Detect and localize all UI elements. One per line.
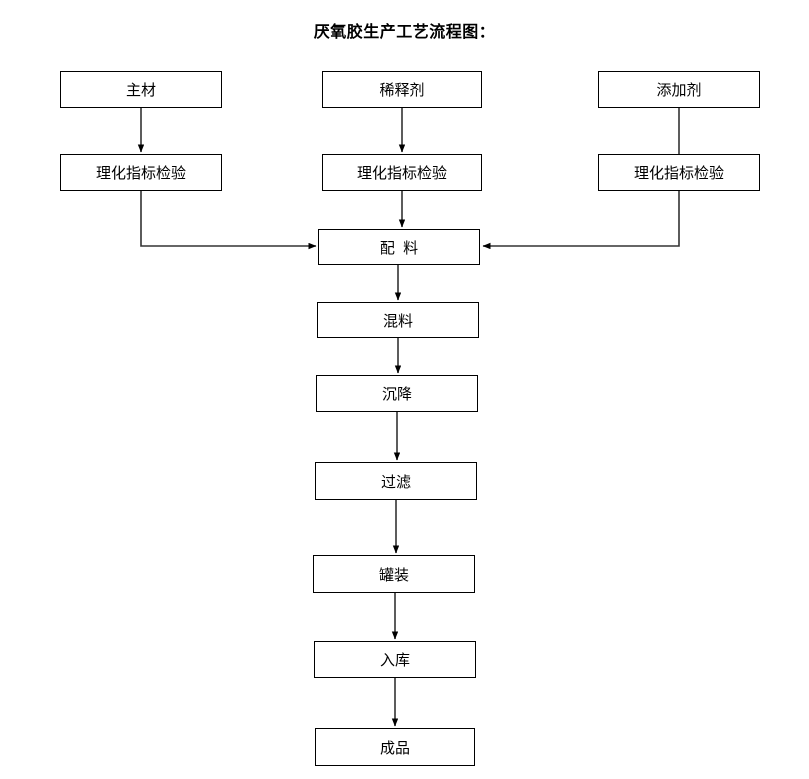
node-label: 沉降 [381, 386, 412, 403]
node-label: 理化指标检验 [95, 165, 186, 182]
node-label: 配 料 [379, 239, 419, 257]
node-settling[interactable]: 沉降 [316, 375, 478, 412]
node-label: 添加剂 [656, 82, 702, 99]
node-label: 理化指标检验 [633, 165, 724, 182]
node-inspection-right[interactable]: 理化指标检验 [598, 154, 760, 191]
page-title: 厌氧胶生产工艺流程图： [313, 24, 496, 41]
node-label: 入库 [379, 652, 410, 669]
node-label: 理化指标检验 [356, 165, 447, 182]
node-label: 罐装 [378, 566, 409, 584]
node-label: 稀释剂 [379, 82, 425, 99]
node-filtering[interactable]: 过滤 [315, 462, 477, 500]
node-main-material[interactable]: 主材 [60, 71, 222, 108]
node-additive[interactable]: 添加剂 [598, 71, 760, 108]
node-inspection-middle[interactable]: 理化指标检验 [322, 154, 482, 191]
node-canning[interactable]: 罐装 [313, 555, 475, 593]
node-diluent[interactable]: 稀释剂 [322, 71, 482, 108]
node-finished-product[interactable]: 成品 [315, 728, 475, 766]
node-inspection-left[interactable]: 理化指标检验 [60, 154, 222, 191]
edge-inspection-right-to-batching [482, 191, 680, 250]
node-mixing[interactable]: 混料 [317, 302, 479, 338]
node-label: 主材 [125, 82, 156, 99]
node-label: 过滤 [380, 473, 411, 491]
node-warehousing[interactable]: 入库 [314, 641, 476, 678]
node-label: 混料 [382, 312, 413, 330]
node-batching[interactable]: 配 料 [318, 229, 480, 265]
node-label: 成品 [379, 739, 410, 757]
edge-inspection-left-to-batching [140, 191, 317, 250]
